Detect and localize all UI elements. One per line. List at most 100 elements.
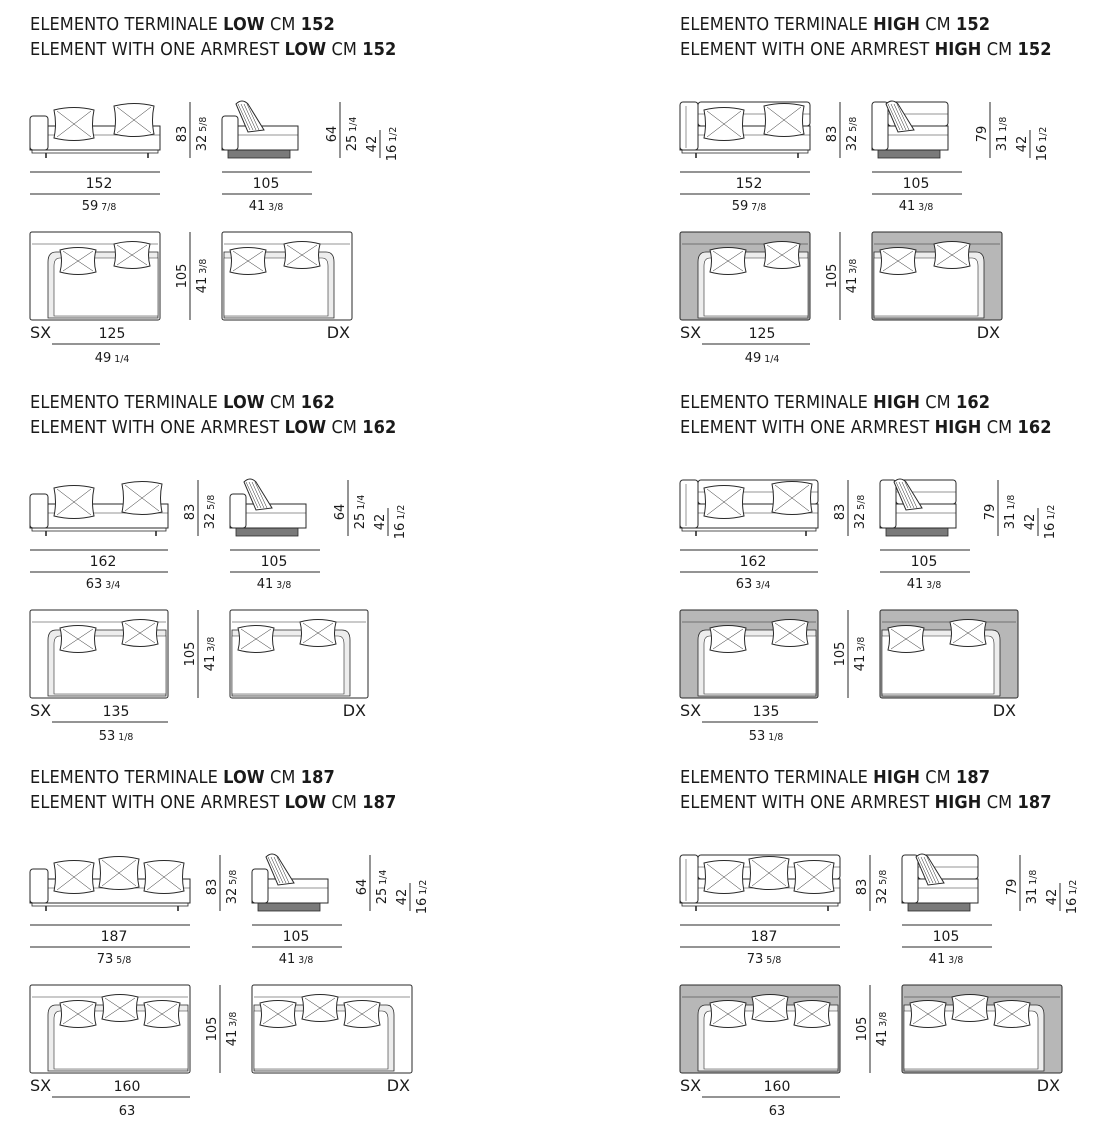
- side-view: [221, 100, 299, 159]
- seat-height-inch-label: 161/2: [415, 880, 430, 915]
- back-cushion-plan: [993, 1000, 1031, 1028]
- side-view: [879, 478, 957, 537]
- back-cushion-side: [885, 100, 915, 133]
- plan-width-cm-label: 135: [753, 704, 780, 720]
- side-depth-cm-label: 105: [253, 176, 280, 192]
- front-view: [679, 479, 819, 536]
- back-height-cm-label: 79: [1005, 879, 1020, 896]
- plan-view-sx: [679, 609, 819, 699]
- back-cushion-front: [771, 481, 813, 515]
- dx-label: DX: [977, 323, 1000, 342]
- back-cushion-plan: [121, 619, 159, 647]
- back-cushion-plan: [771, 619, 809, 647]
- width-cm-label: 187: [101, 929, 128, 945]
- width-cm-label: 152: [736, 176, 763, 192]
- plan-depth-cm-label: 105: [205, 1017, 220, 1042]
- plan-width-inch-label: 63: [769, 1104, 786, 1119]
- sx-label: SX: [680, 701, 701, 720]
- dx-label: DX: [343, 701, 366, 720]
- back-height-inch-label: 251/4: [345, 117, 360, 152]
- side-depth-cm-label: 105: [933, 929, 960, 945]
- height-cm-label: 83: [833, 504, 848, 521]
- title-italian: ELEMENTO TERMINALE LOW CM 187: [30, 767, 335, 788]
- side-depth-cm-label: 105: [283, 929, 310, 945]
- back-height-cm-label: 79: [975, 126, 990, 143]
- plan-width-cm-label: 125: [99, 326, 126, 342]
- dx-label: DX: [327, 323, 350, 342]
- height-inch-label: 325/8: [853, 495, 868, 530]
- plan-depth-cm-label: 105: [183, 642, 198, 667]
- height-cm-label: 83: [205, 879, 220, 896]
- plan-view-dx: [879, 609, 1019, 699]
- width-cm-label: 152: [86, 176, 113, 192]
- title-english: ELEMENT WITH ONE ARMREST HIGH CM 187: [680, 792, 1052, 813]
- title-english: ELEMENT WITH ONE ARMREST HIGH CM 162: [680, 417, 1052, 438]
- seat-height-inch-label: 161/2: [385, 127, 400, 162]
- width-cm-label: 187: [751, 929, 778, 945]
- sx-label: SX: [30, 1076, 51, 1095]
- plan-view-sx: [29, 231, 161, 321]
- sx-label: SX: [30, 323, 51, 342]
- back-cushion-plan: [59, 1000, 97, 1028]
- front-view: [679, 101, 811, 158]
- back-cushion-plan: [763, 241, 801, 269]
- width-cm-label: 162: [740, 554, 767, 570]
- plan-view-sx: [679, 984, 841, 1074]
- title-italian: ELEMENTO TERMINALE LOW CM 162: [30, 392, 335, 413]
- height-cm-label: 83: [825, 126, 840, 143]
- plan-view-sx: [29, 984, 191, 1074]
- height-cm-label: 83: [175, 126, 190, 143]
- front-view: [29, 856, 191, 911]
- back-cushion-plan: [101, 994, 139, 1022]
- title-english: ELEMENT WITH ONE ARMREST LOW CM 162: [30, 417, 397, 438]
- height-inch-label: 325/8: [845, 117, 860, 152]
- plan-depth-inch-label: 413/8: [195, 259, 210, 294]
- plan-depth-inch-label: 413/8: [853, 637, 868, 672]
- back-cushion-side: [915, 853, 945, 886]
- title-english: ELEMENT WITH ONE ARMREST LOW CM 187: [30, 792, 397, 813]
- side-view: [901, 853, 979, 912]
- back-cushion-plan: [951, 994, 989, 1022]
- title-italian: ELEMENTO TERMINALE HIGH CM 187: [680, 767, 991, 788]
- back-cushion-front: [143, 860, 185, 894]
- sx-label: SX: [30, 701, 51, 720]
- side-depth-cm-label: 105: [903, 176, 930, 192]
- plan-depth-inch-label: 413/8: [225, 1012, 240, 1047]
- title-italian: ELEMENTO TERMINALE LOW CM 152: [30, 14, 335, 35]
- back-cushion-plan: [343, 1000, 381, 1028]
- back-height-cm-label: 64: [333, 504, 348, 521]
- title-english: ELEMENT WITH ONE ARMREST HIGH CM 152: [680, 39, 1052, 60]
- back-cushion-front: [703, 107, 745, 141]
- height-cm-label: 83: [855, 879, 870, 896]
- plan-depth-cm-label: 105: [825, 264, 840, 289]
- back-cushion-plan: [299, 619, 337, 647]
- dx-label: DX: [1037, 1076, 1060, 1095]
- back-cushion-side: [235, 100, 265, 133]
- plan-view-dx: [901, 984, 1063, 1074]
- back-cushion-front: [121, 481, 163, 515]
- plan-width-cm-label: 125: [749, 326, 776, 342]
- back-cushion-front: [53, 107, 95, 141]
- side-view: [229, 478, 307, 537]
- back-cushion-plan: [949, 619, 987, 647]
- back-height-cm-label: 64: [325, 126, 340, 143]
- back-cushion-front: [703, 860, 745, 894]
- back-height-inch-label: 251/4: [375, 870, 390, 905]
- back-height-cm-label: 79: [983, 504, 998, 521]
